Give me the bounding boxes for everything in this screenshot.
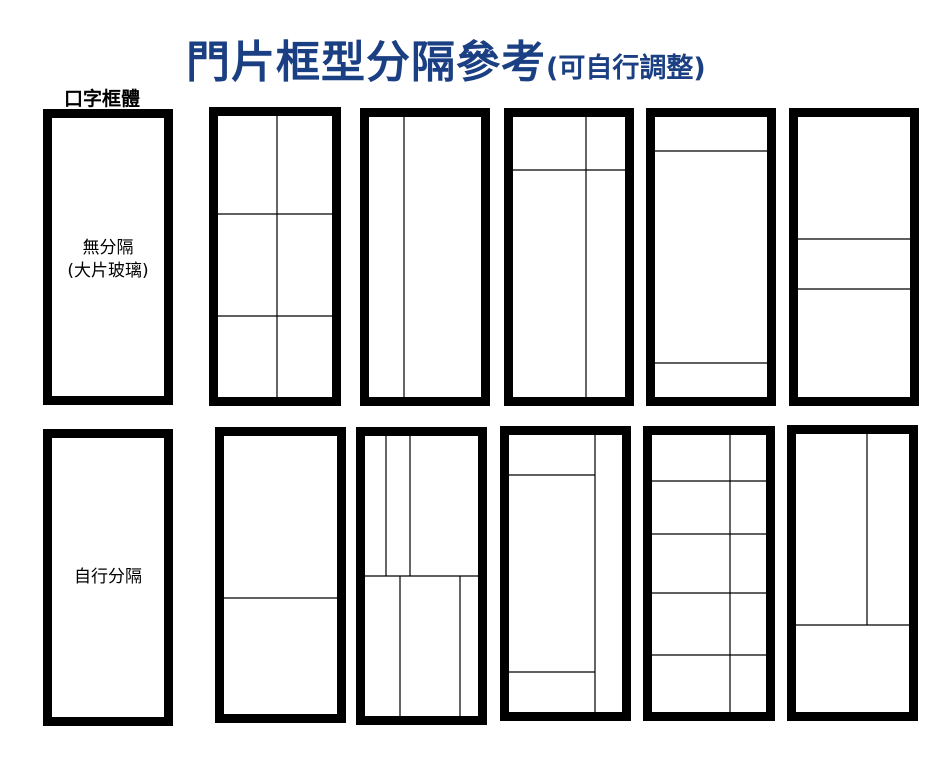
door-custom-division: 自行分隔 (43, 429, 173, 726)
door-pattern-r2-5 (787, 425, 918, 721)
door-no-division: 無分隔 (大片玻璃) (43, 109, 173, 405)
division-lines (513, 117, 625, 397)
no-division-label: 無分隔 (大片玻璃) (52, 237, 164, 283)
division-lines (403, 117, 405, 397)
title-main: 門片框型分隔參考 (186, 37, 546, 88)
no-division-label-line1: 無分隔 (82, 238, 134, 258)
door-pattern-r1-5 (789, 108, 919, 406)
division-lines (224, 597, 337, 599)
division-lines (365, 436, 478, 716)
door-pattern-r2-1 (215, 427, 346, 723)
page-title: 門片框型分隔參考(可自行調整) (186, 26, 706, 90)
division-lines (796, 434, 909, 626)
door-pattern-r1-4 (646, 108, 776, 406)
custom-division-label: 自行分隔 (74, 567, 142, 587)
door-pattern-r2-3 (500, 426, 631, 721)
no-division-label-line2: (大片玻璃) (67, 261, 149, 281)
division-lines (652, 435, 766, 712)
frame-type-heading: 口字框體 (64, 88, 141, 110)
door-pattern-r1-1 (209, 107, 341, 406)
door-pattern-r2-2 (356, 427, 487, 725)
division-lines (218, 116, 332, 397)
door-pattern-r2-4 (643, 426, 775, 721)
door-pattern-r1-2 (360, 108, 490, 406)
door-pattern-r1-3 (504, 108, 634, 406)
division-lines (798, 238, 910, 290)
title-subtitle: (可自行調整) (546, 53, 706, 84)
division-lines (509, 435, 596, 712)
division-lines (655, 150, 767, 364)
